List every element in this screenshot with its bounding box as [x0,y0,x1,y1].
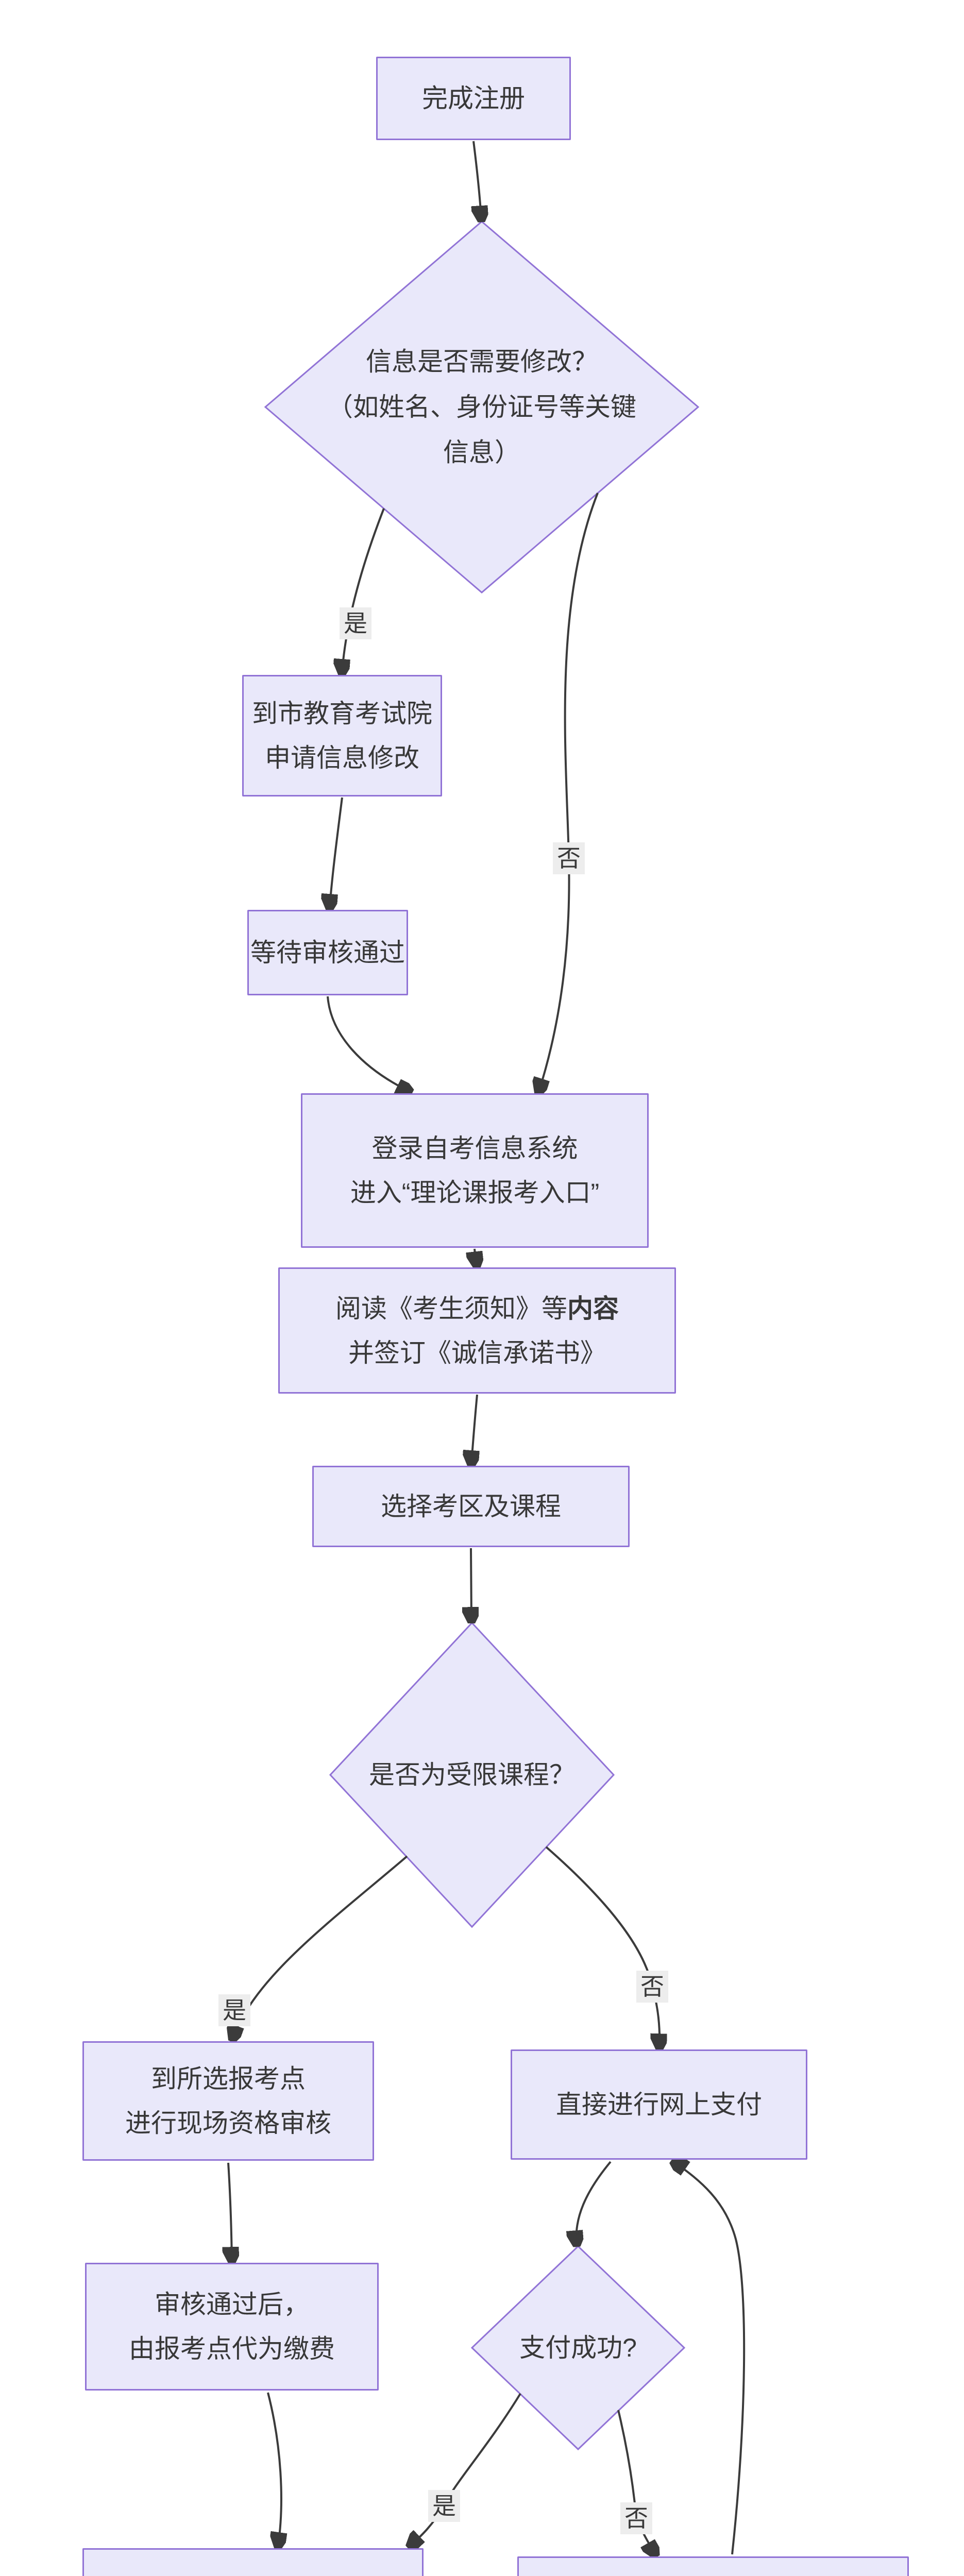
edge-login-to-read-notice [475,1248,477,1264]
node-need-modify-line2: （如姓名、身份证号等关键 [327,393,636,421]
node-pay-success-shape [470,2245,686,2451]
node-agent-pay: 审核通过后， 由报考点代为缴费 [85,2263,379,2391]
node-agent-pay-line1: 审核通过后， [155,2290,309,2319]
node-pay-success-line1: 支付成功? [519,2333,637,2362]
edge-register-to-need-modify [473,141,481,218]
node-read-notice-line2: 并签订《诚信承诺书》 [348,1338,606,1367]
node-select-course: 选择考区及课程 [312,1466,630,1547]
node-restricted-label: 是否为受限课程？ [369,1752,575,1798]
edge-label-yes-1: 是 [340,607,371,639]
node-apply-modify: 到市教育考试院 申请信息修改 [242,675,442,796]
node-need-modify-label: 信息是否需要修改？ （如姓名、身份证号等关键 信息） [327,339,636,475]
node-read-notice: 阅读《考生须知》等内容 并签订《诚信承诺书》 [278,1267,676,1394]
node-pay-done: 支付成功 课程锁定，报考费不退 [82,2548,424,2576]
edge-label-no-3: 否 [620,2502,652,2534]
node-apply-modify-line1: 到市教育考试院 [252,699,432,728]
node-restricted-line1: 是否为受限课程？ [369,1760,575,1789]
node-need-modify-line1: 信息是否需要修改？ [366,347,598,376]
edge-label-no-1: 否 [553,842,585,874]
node-pay-online-label: 直接进行网上支付 [556,2090,762,2119]
edge-read-notice-to-select-course [471,1394,477,1463]
edge-pay-success-yes-to-pay-done [411,2393,521,2546]
node-pay-online: 直接进行网上支付 [511,2049,807,2160]
edge-label-no-2: 否 [636,1971,668,2003]
node-need-modify-shape [264,221,700,594]
edge-pay-fail-return-to-pay-online [674,2162,746,2555]
node-login-system-line2: 进入“理论课报考入口” [350,1178,600,1207]
node-agent-pay-line2: 由报考点代为缴费 [129,2334,335,2363]
node-read-notice-line1: 阅读《考生须知》等内容 [335,1286,619,1331]
node-read-notice-line1-normal: 阅读《考生须知》等 [335,1294,567,1323]
edge-restricted-yes-to-onsite [233,1855,408,2038]
node-wait-review-label: 等待审核通过 [250,938,405,967]
node-onsite-review-line2: 进行现场资格审核 [125,2109,331,2138]
node-restricted-shape [329,1621,615,1928]
edge-agent-pay-to-pay-done [267,2392,281,2545]
node-wait-review: 等待审核通过 [247,910,408,995]
edge-apply-modify-to-wait-review [330,797,343,907]
node-onsite-review: 到所选报考点 进行现场资格审核 [82,2041,374,2161]
node-register-label: 完成注册 [422,84,525,113]
node-apply-modify-line2: 申请信息修改 [265,743,419,772]
node-register: 完成注册 [376,57,571,140]
edge-label-yes-2: 是 [218,1994,250,2026]
edge-restricted-no-to-pay-online [545,1846,659,2046]
node-login-system: 登录自考信息系统 进入“理论课报考入口” [301,1093,649,1248]
node-pay-success-label: 支付成功? [519,2325,637,2370]
edge-onsite-to-agent-pay [228,2162,232,2260]
edge-wait-review-to-login [327,996,409,1091]
edge-need-modify-no-to-login [539,493,599,1091]
node-onsite-review-line1: 到所选报考点 [151,2064,306,2093]
node-select-course-label: 选择考区及课程 [381,1492,561,1521]
node-read-notice-line1-bold: 内容 [567,1294,619,1323]
edge-need-modify-yes-to-apply-modify [342,508,385,672]
node-need-modify-line3: 信息） [443,438,520,467]
edge-label-yes-3: 是 [428,2490,460,2522]
node-pay-fail: 支付未成功 可返回修改课程或重新支付 [517,2556,909,2576]
node-login-system-line1: 登录自考信息系统 [371,1134,578,1163]
edge-pay-online-to-pay-success-q [577,2161,612,2243]
